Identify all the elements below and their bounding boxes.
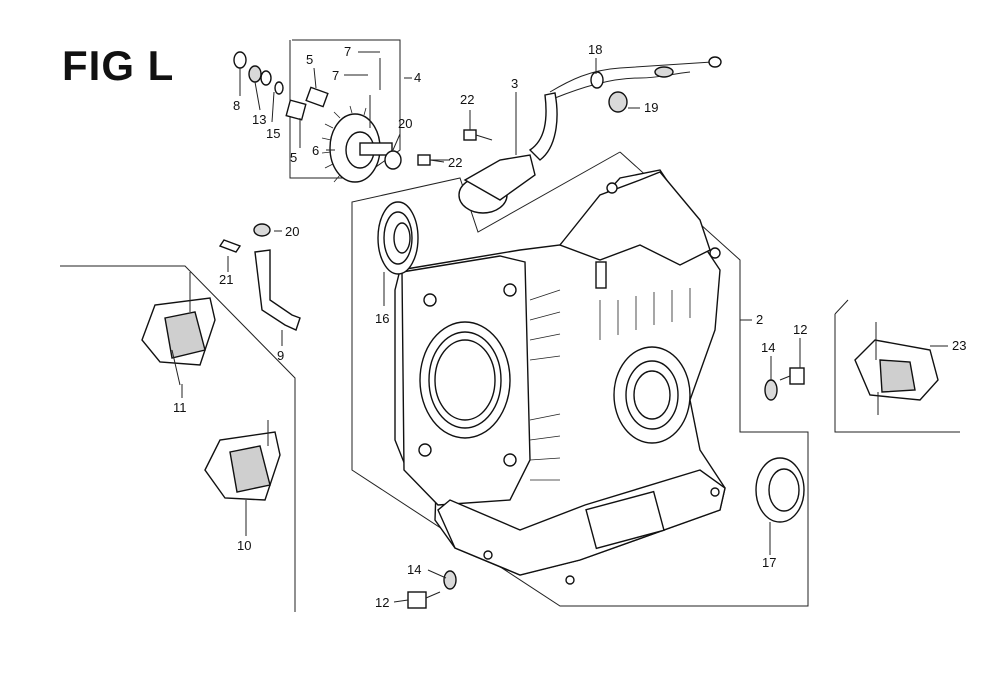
engine-mount-23 <box>854 322 939 415</box>
callout-13: 13 <box>252 112 266 127</box>
callout-2: 2 <box>756 312 763 327</box>
callout-11: 11 <box>173 400 187 415</box>
oil-pump-gear <box>285 58 402 183</box>
callout-9: 9 <box>277 348 284 363</box>
oil-seal-17 <box>755 457 805 523</box>
callout-18: 18 <box>588 42 602 57</box>
callout-labels: 8 13 15 5 5 6 7 7 4 20 22 22 3 18 19 20 … <box>173 42 966 610</box>
callout-20-mid: 20 <box>285 224 299 239</box>
callout-4: 4 <box>414 70 421 85</box>
callout-10: 10 <box>237 538 251 553</box>
callout-15: 15 <box>266 126 280 141</box>
bearing-16 <box>377 201 419 275</box>
leader-lines <box>181 51 948 603</box>
oil-alert-switch-3 <box>458 56 722 214</box>
callout-12-right: 12 <box>793 322 807 337</box>
callout-7-mid: 7 <box>332 68 339 83</box>
callout-5-top: 5 <box>306 52 313 67</box>
callout-22-mid: 22 <box>448 155 462 170</box>
callout-21: 21 <box>219 272 233 287</box>
callout-16: 16 <box>375 311 389 326</box>
hardware-8-13-15 <box>233 51 284 95</box>
callout-8: 8 <box>233 98 240 113</box>
figure-title: FIG L <box>62 42 175 89</box>
callout-7-top: 7 <box>344 44 351 59</box>
engine-mount-11 <box>141 272 216 386</box>
callout-6: 6 <box>312 143 319 158</box>
callout-5-bottom: 5 <box>290 150 297 165</box>
crankcase <box>394 169 726 585</box>
callout-17: 17 <box>762 555 776 570</box>
callout-14-right: 14 <box>761 340 775 355</box>
callout-3: 3 <box>511 76 518 91</box>
breather-tube-9 <box>218 223 301 331</box>
callout-12-bottom: 12 <box>375 595 389 610</box>
callout-20-top: 20 <box>398 116 412 131</box>
callout-19: 19 <box>644 100 658 115</box>
engine-mount-10 <box>204 420 281 501</box>
callout-14-bottom: 14 <box>407 562 421 577</box>
callout-22-top: 22 <box>460 92 474 107</box>
bolt-washer-12-14 <box>407 367 805 609</box>
callout-23: 23 <box>952 338 966 353</box>
